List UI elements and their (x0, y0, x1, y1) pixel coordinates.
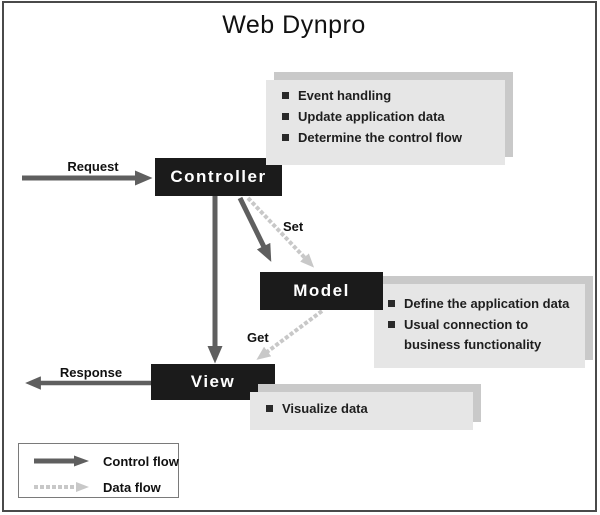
note-item-text: Update application data (298, 109, 445, 124)
bullet-icon (282, 113, 289, 120)
bullet-icon (282, 92, 289, 99)
get-label: Get (247, 330, 269, 345)
model-notes: Define the application data Usual connec… (374, 284, 585, 368)
bullet-icon (388, 300, 395, 307)
note-item: Usual connection to business functionali… (388, 315, 585, 355)
request-label: Request (67, 159, 119, 174)
controller-notes: Event handling Update application data D… (266, 80, 505, 165)
note-item: Define the application data (388, 294, 585, 314)
legend-item-data-flow: Data flow (32, 479, 161, 495)
legend-item-control-flow: Control flow (32, 453, 179, 469)
controller-to-model-control-arrow (237, 196, 272, 262)
note-item-text: Define the application data (404, 296, 570, 311)
view-notes: Visualize data (250, 392, 473, 430)
note-item: Visualize data (266, 399, 473, 419)
note-item: Determine the control flow (282, 128, 505, 148)
model-node: Model (260, 272, 383, 310)
model-node-label: Model (293, 281, 350, 300)
note-item: Update application data (282, 107, 505, 127)
view-node-label: View (190, 372, 236, 391)
bullet-icon (388, 321, 395, 328)
legend-label: Data flow (103, 479, 161, 495)
set-data-flow-arrow (246, 196, 315, 268)
get-data-flow-arrow (256, 309, 324, 360)
note-item-text: Visualize data (282, 401, 368, 416)
controller-node: Controller (155, 158, 282, 196)
bullet-icon (282, 134, 289, 141)
note-item: Event handling (282, 86, 505, 106)
legend-label: Control flow (103, 453, 179, 469)
note-item-text: Usual connection to business functionali… (404, 317, 542, 352)
control-flow-arrow-icon (34, 455, 89, 467)
diagram-title: Web Dynpro (222, 11, 366, 39)
data-flow-arrow-icon (34, 482, 89, 492)
response-label: Response (59, 365, 123, 380)
note-item-text: Event handling (298, 88, 392, 103)
bullet-icon (266, 405, 273, 412)
legend: Control flow Data flow (18, 443, 179, 498)
controller-node-label: Controller (170, 167, 267, 186)
note-item-text: Determine the control flow (298, 130, 462, 145)
set-label: Set (283, 219, 304, 234)
